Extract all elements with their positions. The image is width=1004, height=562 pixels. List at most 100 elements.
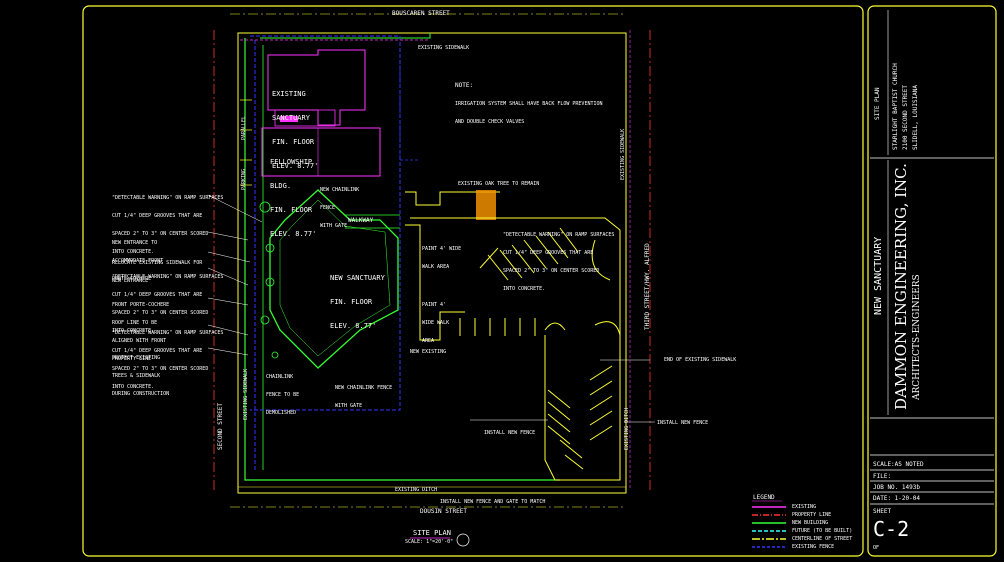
callout-line: RELOCATE EXISTING SIDEWALK FOR bbox=[112, 260, 203, 266]
label-line: NEW CHAINLINK bbox=[320, 187, 360, 193]
label-line: WIDE WALK bbox=[422, 320, 450, 326]
new-chainlink-gate-label: NEW CHAINLINK FENCE WITH GATE bbox=[320, 175, 359, 235]
north-arrow bbox=[456, 533, 470, 547]
tb-scale: SCALE:AS NOTED bbox=[873, 461, 924, 468]
callout-line: SPACED 2" TO 3" ON CENTER SCORED bbox=[112, 231, 209, 237]
existing-sanctuary-line-1: EXISTING bbox=[272, 90, 306, 98]
new-existing-label: NEW EXISTING bbox=[410, 349, 447, 355]
title-block-dividers bbox=[870, 157, 994, 505]
existing-sanctuary-bay bbox=[274, 109, 336, 127]
new-sanctuary-outline bbox=[269, 189, 399, 369]
new-sanctuary-inner bbox=[279, 199, 391, 357]
callout-relocate-sidewalk: RELOCATE EXISTING SIDEWALK FOR NEW ENTRA… bbox=[112, 248, 202, 290]
legend-label: PROPERTY LINE bbox=[792, 512, 832, 518]
parking-stalls-side bbox=[547, 321, 621, 470]
street-right-label: THIRD STREET/HWY. ALFRED bbox=[644, 243, 651, 330]
tb-of: OF bbox=[873, 545, 880, 551]
tb-sanctuary: NEW SANCTUARY bbox=[873, 236, 884, 315]
property-line bbox=[237, 32, 627, 494]
install-fence-gate-label: INSTALL NEW FENCE AND GATE TO MATCH bbox=[440, 499, 546, 505]
callout-line: CUT 1/4" DEEP GROOVES THAT ARE bbox=[112, 292, 203, 298]
tb-job: JOB NO. 1493b bbox=[873, 484, 920, 491]
parking-stalls-row bbox=[459, 318, 566, 336]
callout-line: ROOF LINE TO BE bbox=[112, 320, 158, 326]
existing-ditch-label: EXISTING DITCH bbox=[395, 487, 438, 493]
callout-line: INTO CONCRETE. bbox=[112, 249, 155, 255]
chainlink-demolish-label: CHAINLINK FENCE TO BE DEMOLISHED bbox=[266, 362, 299, 422]
street-bottom-label: DOUSIN STREET bbox=[420, 508, 467, 515]
callout-line: TREES & SIDEWALK bbox=[112, 373, 161, 379]
label-line: INTO CONCRETE. bbox=[503, 286, 546, 292]
callout-detectable-2: "DETECTABLE WARNING" ON RAMP SURFACES CU… bbox=[112, 262, 223, 340]
label-line: WITH GATE bbox=[335, 403, 363, 409]
callout-line: ALIGNED WITH FRONT bbox=[112, 338, 167, 344]
fellowship-line-1: FELLOWSHIP bbox=[270, 158, 313, 166]
legend-label: FUTURE (TO BE BUILT) bbox=[792, 528, 853, 534]
callout-line: CUT 1/4" DEEP GROOVES THAT ARE bbox=[112, 348, 203, 354]
legend-label: EXISTING FENCE bbox=[792, 544, 835, 550]
tb-date: DATE: 1-20-04 bbox=[873, 495, 920, 502]
existing-sanctuary-label: EXISTING SANCTUARY FIN. FLOOR ELEV. 8.77… bbox=[272, 74, 318, 178]
label-line: CHAINLINK bbox=[266, 374, 294, 380]
parallel-parking-strip bbox=[240, 99, 252, 186]
callout-line: NEW ENTRANCE bbox=[112, 278, 149, 284]
callout-protect-trees: PROTECT EXISTING TREES & SIDEWALK DURING… bbox=[112, 343, 169, 403]
existing-fence-3 bbox=[399, 60, 420, 161]
drawing-border bbox=[82, 5, 864, 557]
walk-area-1-label: PAINT 4' WIDE WALK AREA bbox=[422, 234, 461, 276]
existing-sanctuary-steps bbox=[280, 116, 298, 122]
new-sanctuary-label: NEW SANCTUARY FIN. FLOOR ELEV. 8.77' bbox=[330, 258, 385, 338]
label-line: NEW CHAINLINK FENCE bbox=[335, 385, 393, 391]
callout-line: NEW ENTRANCE TO bbox=[112, 240, 158, 246]
label-line: DEMOLISHED bbox=[266, 410, 297, 416]
callout-leaders bbox=[207, 194, 655, 423]
parallel-label: PARALLEL bbox=[241, 115, 247, 140]
new-sanctuary-line-3: ELEV. 8.77' bbox=[330, 322, 377, 330]
fellowship-line-4: ELEV. 8.77' bbox=[270, 230, 317, 238]
label-line: WALK AREA bbox=[422, 264, 450, 270]
callout-new-entrance: NEW ENTRANCE TO ACCOMMODATE FRONT PORTE-… bbox=[112, 228, 163, 288]
label-line: CUT 1/4" DEEP GROOVES THAT ARE bbox=[503, 250, 594, 256]
existing-ditch-right-label: EXISTING DITCH bbox=[624, 407, 630, 450]
tb-sheet-label: SHEET bbox=[873, 508, 892, 515]
install-fence-1-label: INSTALL NEW FENCE bbox=[484, 430, 536, 436]
existing-sanctuary-line-4: ELEV. 8.77' bbox=[272, 162, 319, 170]
callout-line: SPACED 2" TO 3" ON CENTER SCORED bbox=[112, 366, 209, 372]
label-line: SPACED 2" TO 3" ON CENTER SCORED bbox=[503, 268, 600, 274]
existing-sidewalk-right-label: EXISTING SIDEWALK bbox=[620, 128, 626, 180]
label-line: PAINT 4' WIDE bbox=[422, 246, 462, 252]
new-sanctuary-line-2: FIN. FLOOR bbox=[330, 298, 373, 306]
callout-line: FRONT PORTE-COCHERE bbox=[112, 302, 170, 308]
callout-line: "DETECTABLE WARNING" ON RAMP SURFACES bbox=[112, 195, 224, 201]
legend-lines bbox=[752, 506, 786, 548]
tb-file: FILE: bbox=[873, 473, 892, 480]
walkway-label: WALKWAY bbox=[348, 217, 374, 224]
plan-title: SITE PLAN bbox=[413, 529, 451, 537]
callout-detectable-3: "DETECTABLE WARNING" ON RAMP SURFACES CU… bbox=[112, 318, 223, 396]
green-edge-top bbox=[260, 33, 431, 39]
existing-sanctuary-line-3: FIN. FLOOR bbox=[272, 138, 315, 146]
street-left-label: SECOND STREET bbox=[217, 403, 224, 450]
walk-area-2-label: PAINT 4' WIDE WALK AREA bbox=[422, 290, 449, 350]
callout-line: INTO CONCRETE. bbox=[112, 328, 155, 334]
new-sanctuary-line-1: NEW SANCTUARY bbox=[330, 274, 385, 282]
label-line: AREA bbox=[422, 338, 435, 344]
install-fence-2-label: INSTALL NEW FENCE bbox=[657, 420, 709, 426]
fellowship-line-3: FIN. FLOOR bbox=[270, 206, 313, 214]
fellowship-building-outline bbox=[261, 127, 381, 177]
callout-line: DURING CONSTRUCTION bbox=[112, 391, 170, 397]
callout-line: INTO CONCRETE. bbox=[112, 384, 155, 390]
callout-line: PROTECT EXISTING bbox=[112, 355, 161, 361]
tb-church-1: STARLIGHT BAPTIST CHURCH bbox=[892, 63, 899, 150]
tb-project: SITE PLAN bbox=[874, 87, 881, 120]
tb-sheet-no: C-2 bbox=[873, 517, 910, 541]
detectable-right-label: "DETECTABLE WARNING" ON RAMP SURFACES CU… bbox=[503, 220, 614, 298]
trees bbox=[259, 201, 279, 359]
walk-area-outline bbox=[405, 191, 500, 206]
legend-label: CENTERLINE OF STREET bbox=[792, 536, 853, 542]
existing-sanctuary-line-2: SANCTUARY bbox=[272, 114, 310, 122]
walk-area-outline-2 bbox=[405, 224, 465, 341]
label-line: WITH GATE bbox=[320, 223, 348, 229]
callout-line: PROPERTY LINE bbox=[112, 356, 152, 362]
existing-sidewalk-top-label: EXISTING SIDEWALK bbox=[418, 45, 470, 51]
